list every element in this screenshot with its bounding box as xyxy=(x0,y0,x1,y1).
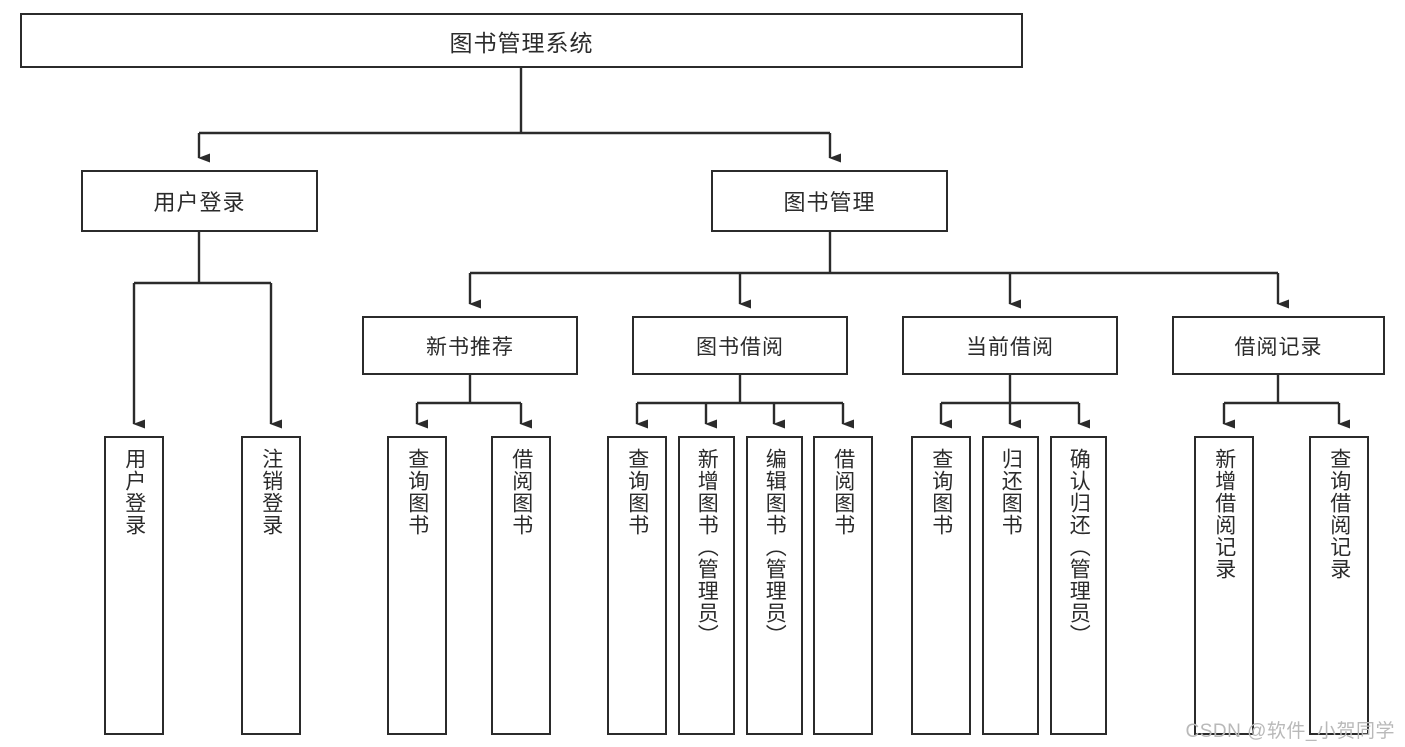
node-borrow-record-label: 借阅记录 xyxy=(1234,335,1323,359)
leaf-logout-label: 注销登录 xyxy=(259,448,283,536)
node-user-login[interactable]: 用户登录 xyxy=(81,170,318,232)
leaf-bb-add-book[interactable]: 新增图书（管理员） xyxy=(678,436,735,735)
node-new-book-recommend[interactable]: 新书推荐 xyxy=(362,316,578,375)
node-root[interactable]: 图书管理系统 xyxy=(20,13,1023,68)
leaf-user-login-label: 用户登录 xyxy=(122,448,146,536)
node-book-manage-label: 图书管理 xyxy=(783,190,876,215)
leaf-bb-query-book[interactable]: 查询图书 xyxy=(607,436,667,735)
leaf-bb-query-book-label: 查询图书 xyxy=(625,448,649,536)
leaf-cb-query-book[interactable]: 查询图书 xyxy=(911,436,971,735)
node-current-borrow[interactable]: 当前借阅 xyxy=(902,316,1118,375)
leaf-cb-confirm-return[interactable]: 确认归还（管理员） xyxy=(1050,436,1107,735)
node-new-book-recommend-label: 新书推荐 xyxy=(426,335,514,359)
node-root-label: 图书管理系统 xyxy=(449,29,594,56)
leaf-logout[interactable]: 注销登录 xyxy=(241,436,301,735)
watermark: CSDN @软件_小贺同学 xyxy=(1185,721,1395,742)
leaf-cb-return-book[interactable]: 归还图书 xyxy=(982,436,1039,735)
leaf-bb-add-book-label: 新增图书（管理员） xyxy=(695,448,719,646)
node-book-borrow[interactable]: 图书借阅 xyxy=(632,316,848,375)
leaf-br-query-record[interactable]: 查询借阅记录 xyxy=(1309,436,1369,735)
leaf-nb-query-book-label: 查询图书 xyxy=(405,448,429,536)
node-current-borrow-label: 当前借阅 xyxy=(966,335,1054,359)
leaf-nb-borrow-book[interactable]: 借阅图书 xyxy=(491,436,551,735)
leaf-cb-confirm-return-label: 确认归还（管理员） xyxy=(1067,448,1091,646)
leaf-bb-edit-book[interactable]: 编辑图书（管理员） xyxy=(746,436,803,735)
leaf-br-add-record-label: 新增借阅记录 xyxy=(1212,448,1236,580)
node-book-borrow-label: 图书借阅 xyxy=(696,335,784,359)
leaf-cb-query-book-label: 查询图书 xyxy=(929,448,953,536)
node-book-manage[interactable]: 图书管理 xyxy=(711,170,948,232)
node-user-login-label: 用户登录 xyxy=(153,190,246,215)
node-borrow-record[interactable]: 借阅记录 xyxy=(1172,316,1385,375)
leaf-br-query-record-label: 查询借阅记录 xyxy=(1327,448,1351,580)
leaf-nb-borrow-book-label: 借阅图书 xyxy=(509,448,533,536)
leaf-nb-query-book[interactable]: 查询图书 xyxy=(387,436,447,735)
leaf-cb-return-book-label: 归还图书 xyxy=(999,448,1023,536)
leaf-bb-borrow-book[interactable]: 借阅图书 xyxy=(813,436,873,735)
leaf-user-login[interactable]: 用户登录 xyxy=(104,436,164,735)
leaf-br-add-record[interactable]: 新增借阅记录 xyxy=(1194,436,1254,735)
leaf-bb-borrow-book-label: 借阅图书 xyxy=(831,448,855,536)
leaf-bb-edit-book-label: 编辑图书（管理员） xyxy=(763,448,787,646)
